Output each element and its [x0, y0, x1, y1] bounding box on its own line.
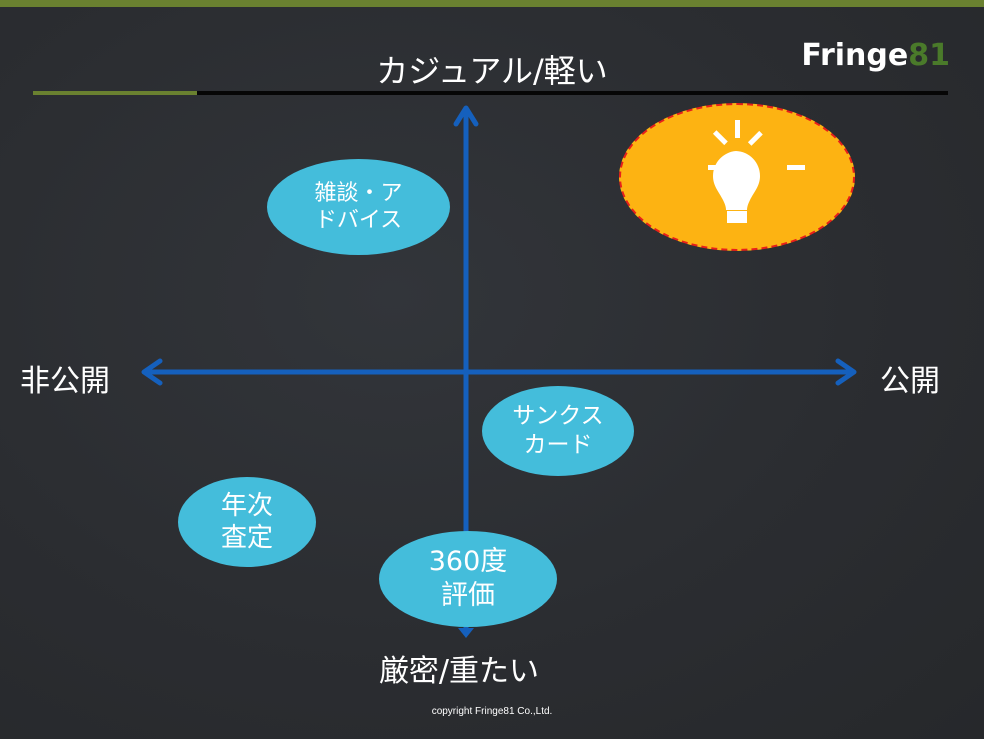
top-accent-bar	[0, 0, 984, 7]
lightbulb-icon	[708, 120, 805, 223]
bubble-thanks-card: サンクス カード	[482, 386, 634, 476]
logo-number: 81	[908, 38, 950, 73]
slide-title: カジュアル/軽い	[376, 52, 608, 90]
bubble-360-review: 360度 評価	[379, 531, 557, 627]
title-divider-accent	[33, 91, 197, 95]
bubble-label: 雑談・ア ドバイス	[314, 180, 403, 234]
down-arrow-head	[458, 628, 474, 638]
title-divider	[33, 91, 948, 95]
axis-label-left: 非公開	[20, 364, 110, 399]
brand-logo: Fringe81	[801, 38, 950, 73]
axis-label-bottom: 厳密/重たい	[378, 654, 540, 689]
idea-bubble	[619, 103, 855, 251]
bubble-annual-review: 年次 査定	[178, 477, 316, 567]
axis-label-right: 公開	[880, 364, 940, 399]
right-arrow-head	[835, 358, 857, 386]
bubble-label: 年次 査定	[220, 490, 273, 554]
bubble-chat-advice: 雑談・ア ドバイス	[267, 159, 450, 255]
copyright-text: copyright Fringe81 Co.,Ltd.	[431, 706, 553, 717]
bubble-label: サンクス カード	[512, 403, 604, 458]
bubble-label: 360度 評価	[428, 546, 508, 611]
logo-text: Fringe	[801, 38, 909, 73]
left-arrow-head	[141, 358, 163, 386]
up-arrow-head	[453, 105, 479, 127]
